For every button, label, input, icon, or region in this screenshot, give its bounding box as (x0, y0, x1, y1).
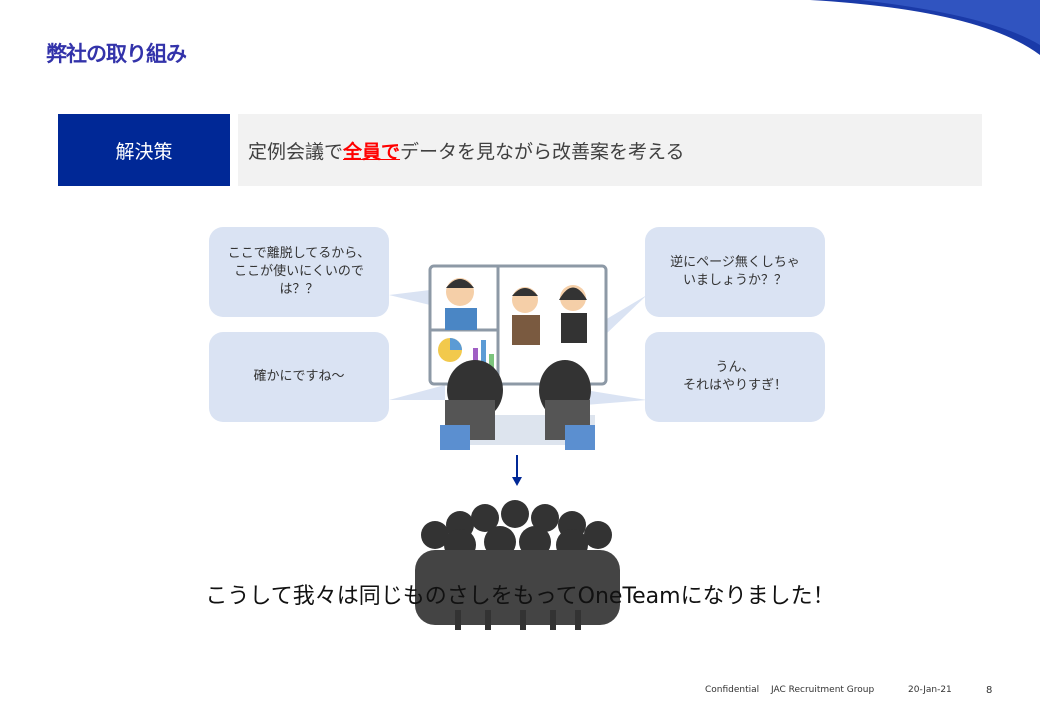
speech-bubble-4: うん、 それはやりすぎ！ (645, 332, 825, 422)
conclusion-text: こうして我々は同じものさしをもってOneTeamになりました！ (205, 584, 835, 609)
meeting-illustration (389, 264, 647, 450)
solution-emphasis: 全員で (343, 140, 401, 163)
solution-text-before: 定例会議で (248, 140, 344, 163)
team-huddle-illustration (415, 500, 620, 630)
footer-company: JAC Recruitment Group (771, 685, 875, 695)
footer-date: 20-Jan-21 (908, 685, 952, 695)
page-number: 8 (986, 685, 993, 696)
solution-text-after: データを見ながら改善案を考える (400, 140, 685, 163)
speech-bubble-1: ここで離脱してるから、 ここが使いにくいので は？？ (209, 227, 389, 317)
footer-confidential: Confidential (705, 685, 760, 695)
speech-bubble-2: 確かにですね〜 (209, 332, 389, 422)
solution-text: 定例会議で全員でデータを見ながら改善案を考える (238, 114, 982, 186)
arrow-down-icon (512, 455, 522, 486)
speech-bubble-3: 逆にページ無くしちゃ いましょうか？？ (645, 227, 825, 317)
corner-decoration (810, 0, 1040, 55)
page-title: 弊社の取り組み (46, 42, 187, 66)
solution-label: 解決策 (58, 114, 230, 186)
